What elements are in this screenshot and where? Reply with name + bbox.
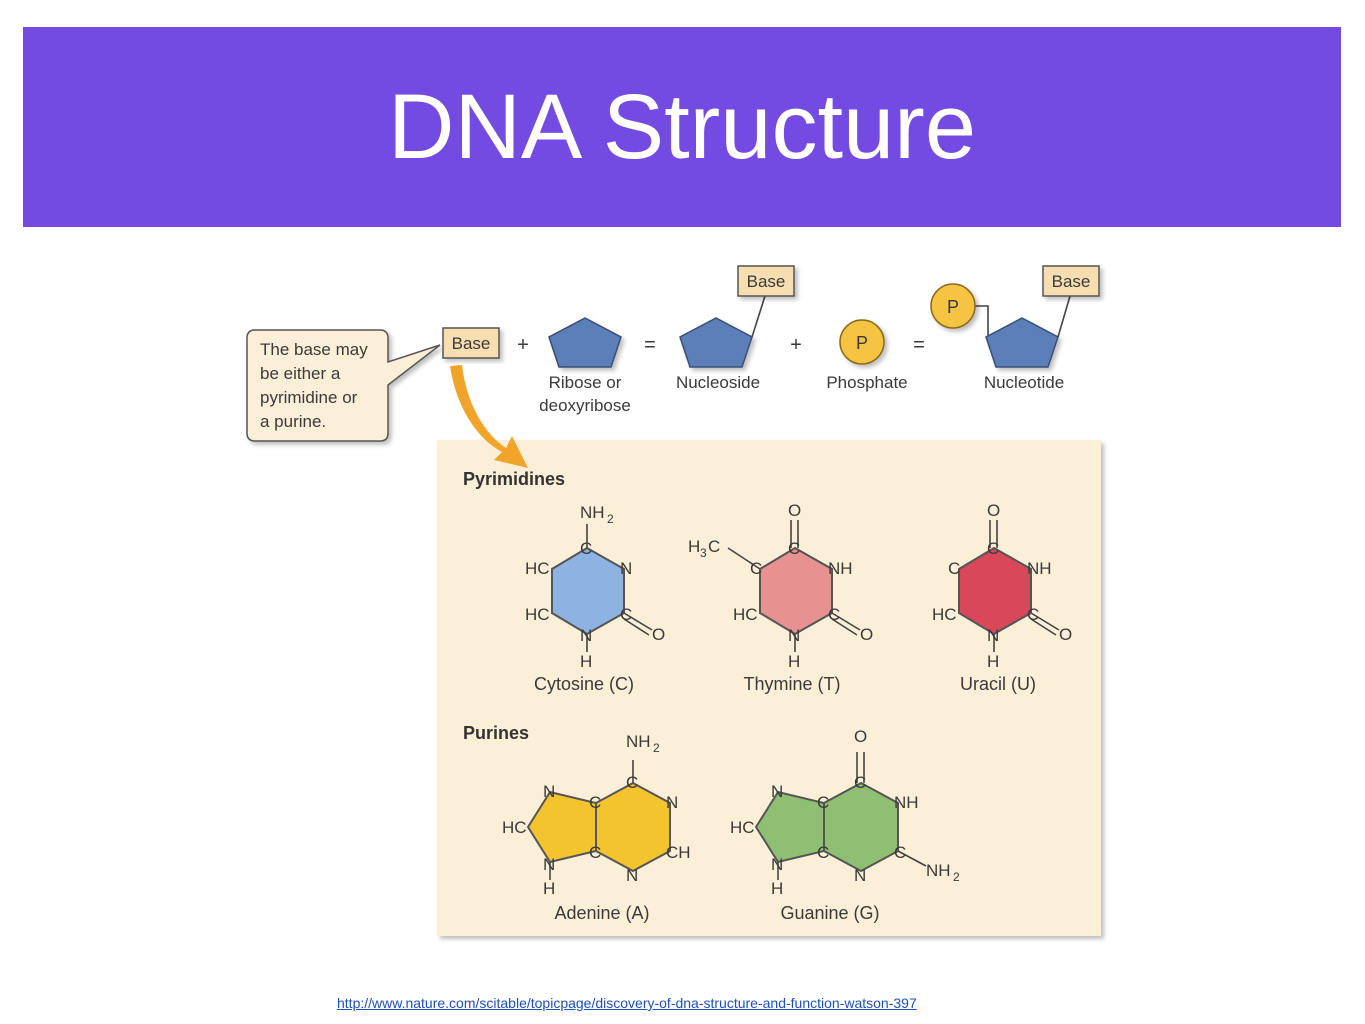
thymine-molecule: O H 3 C C NH C O N H C HC Thymine (T) xyxy=(688,501,873,694)
atom-label: H xyxy=(543,879,555,898)
atom-label: C xyxy=(817,843,829,862)
atom-label: C xyxy=(854,773,866,792)
phosphate-label: Phosphate xyxy=(826,373,907,392)
callout-line-4: a purine. xyxy=(260,412,326,431)
atom-label: 2 xyxy=(953,870,960,884)
nucleoside: Base Nucleoside xyxy=(676,265,795,392)
atom-label: O xyxy=(652,625,665,644)
atom-label: N xyxy=(620,559,632,578)
atom-label: 2 xyxy=(653,741,660,755)
nucleotide-base-label: Base xyxy=(1052,272,1091,291)
callout-line-3: pyrimidine or xyxy=(260,388,358,407)
atom-label: C xyxy=(894,843,906,862)
cytosine-label: Cytosine (C) xyxy=(534,674,634,694)
atom-label: HC xyxy=(730,818,755,837)
atom-label: N xyxy=(666,793,678,812)
atom-label: C xyxy=(626,773,638,792)
atom-label: C xyxy=(948,559,960,578)
atom-label: NH xyxy=(626,732,651,751)
slide-title: DNA Structure xyxy=(388,75,976,178)
atom-label: N xyxy=(626,866,638,885)
atom-label: NH xyxy=(926,861,951,880)
arrow-icon xyxy=(450,365,528,468)
atom-label: C xyxy=(987,539,999,558)
atom-label: NH xyxy=(894,793,919,812)
equation-row: Base + Ribose or deoxyribose = Base Nucl… xyxy=(442,265,1100,415)
guanine-label: Guanine (G) xyxy=(780,903,879,923)
plus-sign-2: + xyxy=(790,334,802,356)
atom-label: H xyxy=(788,652,800,671)
purines-heading: Purines xyxy=(463,723,529,743)
ribose-label-2: deoxyribose xyxy=(539,396,631,415)
plus-sign: + xyxy=(517,334,529,356)
atom-label: C xyxy=(589,843,601,862)
adenine-molecule: NH 2 C N CH N C C N HC N H Adenine (A) xyxy=(502,732,691,923)
atom-label: O xyxy=(1059,625,1072,644)
uracil-molecule: O C NH C O N H C HC Uracil (U) xyxy=(932,501,1072,694)
callout-line-1: The base may xyxy=(260,340,368,359)
guanine-molecule: O C NH C NH 2 N C C N HC N H Guanine (G) xyxy=(730,727,960,923)
atom-label: N xyxy=(987,626,999,645)
atom-label: H xyxy=(771,879,783,898)
atom-label: HC xyxy=(733,605,758,624)
atom-label: C xyxy=(620,605,632,624)
ribose-pentagon xyxy=(548,317,622,368)
atom-label: N xyxy=(854,866,866,885)
nucleotide-p-symbol: P xyxy=(947,297,959,317)
callout-bubble: The base may be either a pyrimidine or a… xyxy=(246,329,441,442)
atom-label: NH xyxy=(580,503,605,522)
equals-sign-2: = xyxy=(913,334,925,356)
nucleoside-label: Nucleoside xyxy=(676,373,760,392)
atom-label: 3 xyxy=(700,546,707,560)
atom-label: NH xyxy=(1027,559,1052,578)
atom-label: CH xyxy=(666,843,691,862)
atom-label: O xyxy=(987,501,1000,520)
equals-sign: = xyxy=(644,334,656,356)
nucleotide: P Base Nucleotide xyxy=(930,265,1100,392)
atom-label: HC xyxy=(525,605,550,624)
base-label: Base xyxy=(452,334,491,353)
nucleoside-base-label: Base xyxy=(747,272,786,291)
uracil-label: Uracil (U) xyxy=(960,674,1036,694)
atom-label: C xyxy=(828,605,840,624)
cytosine-molecule: NH 2 C N C O N H HC HC Cytosine (C) xyxy=(525,503,665,694)
atom-label: HC xyxy=(932,605,957,624)
phosphate-symbol: P xyxy=(856,333,868,353)
atom-label: C xyxy=(750,559,762,578)
atom-label: 2 xyxy=(607,512,614,526)
phosphate: P Phosphate xyxy=(826,319,908,392)
nucleotide-label: Nucleotide xyxy=(984,373,1064,392)
atom-label: C xyxy=(817,793,829,812)
atom-label: N xyxy=(788,626,800,645)
atom-label: C xyxy=(580,539,592,558)
title-banner: DNA Structure xyxy=(23,27,1341,227)
atom-label: C xyxy=(708,537,720,556)
atom-label: NH xyxy=(828,559,853,578)
atom-label: H xyxy=(688,537,700,556)
atom-label: C xyxy=(788,539,800,558)
thymine-label: Thymine (T) xyxy=(743,674,840,694)
atom-label: N xyxy=(771,782,783,801)
atom-label: HC xyxy=(525,559,550,578)
atom-label: O xyxy=(860,625,873,644)
atom-label: N xyxy=(580,626,592,645)
atom-label: HC xyxy=(502,818,527,837)
atom-label: N xyxy=(543,855,555,874)
atom-label: N xyxy=(771,855,783,874)
atom-label: C xyxy=(1027,605,1039,624)
ribose-label-1: Ribose or xyxy=(549,373,622,392)
source-link[interactable]: http://www.nature.com/scitable/topicpage… xyxy=(337,995,917,1011)
atom-label: N xyxy=(543,782,555,801)
callout-line-2: be either a xyxy=(260,364,341,383)
atom-label: C xyxy=(589,793,601,812)
base-box: Base xyxy=(442,327,500,359)
pyrimidines-heading: Pyrimidines xyxy=(463,469,565,489)
atom-label: H xyxy=(580,652,592,671)
adenine-label: Adenine (A) xyxy=(554,903,649,923)
atom-label: O xyxy=(788,501,801,520)
atom-label: O xyxy=(854,727,867,746)
atom-label: H xyxy=(987,652,999,671)
